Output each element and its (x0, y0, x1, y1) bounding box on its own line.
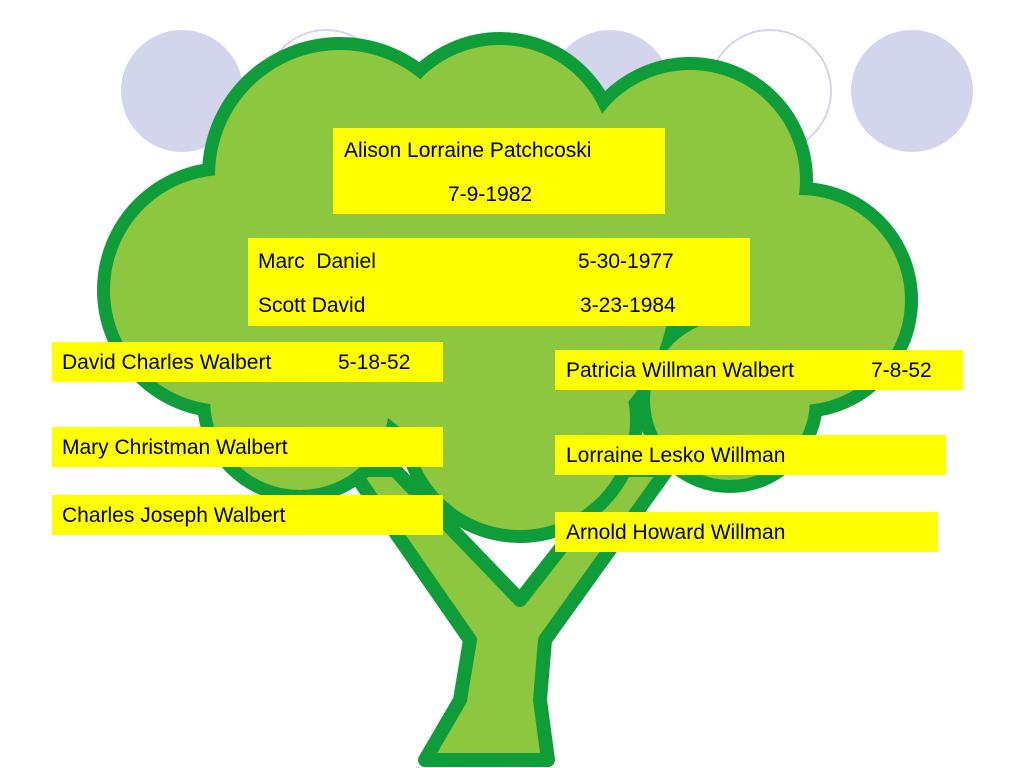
maternal-grandmother-label: Lorraine Lesko Willman (555, 435, 946, 475)
siblings-label: Marc Daniel 5-30-1977 Scott David 3-23-1… (248, 238, 750, 326)
maternal-grandmother-name: Lorraine Lesko Willman (566, 444, 786, 467)
child-label: Alison Lorraine Patchcoski 7-9-1982 (333, 128, 665, 214)
paternal-grandfather-label: Charles Joseph Walbert (52, 495, 443, 535)
sibling-name: Marc Daniel (258, 250, 376, 273)
sibling-name: Scott David (258, 294, 366, 317)
father-date: 5-18-52 (338, 351, 411, 374)
mother-label: Patricia Willman Walbert 7-8-52 (555, 350, 963, 390)
maternal-grandfather-name: Arnold Howard Willman (566, 521, 786, 544)
father-label: David Charles Walbert 5-18-52 (52, 342, 443, 382)
child-date: 7-9-1982 (448, 183, 533, 206)
paternal-grandmother-name: Mary Christman Walbert (62, 436, 288, 459)
mother-date: 7-8-52 (871, 359, 932, 382)
mother-name: Patricia Willman Walbert (566, 359, 794, 382)
sibling-date: 3-23-1984 (580, 294, 676, 317)
sibling-date: 5-30-1977 (578, 250, 674, 273)
paternal-grandfather-name: Charles Joseph Walbert (62, 504, 286, 527)
father-name: David Charles Walbert (62, 351, 272, 374)
decorative-circle-filled (121, 30, 243, 152)
child-name: Alison Lorraine Patchcoski (344, 139, 592, 162)
maternal-grandfather-label: Arnold Howard Willman (555, 512, 938, 552)
paternal-grandmother-label: Mary Christman Walbert (52, 427, 443, 467)
decorative-circle-filled (851, 30, 973, 152)
